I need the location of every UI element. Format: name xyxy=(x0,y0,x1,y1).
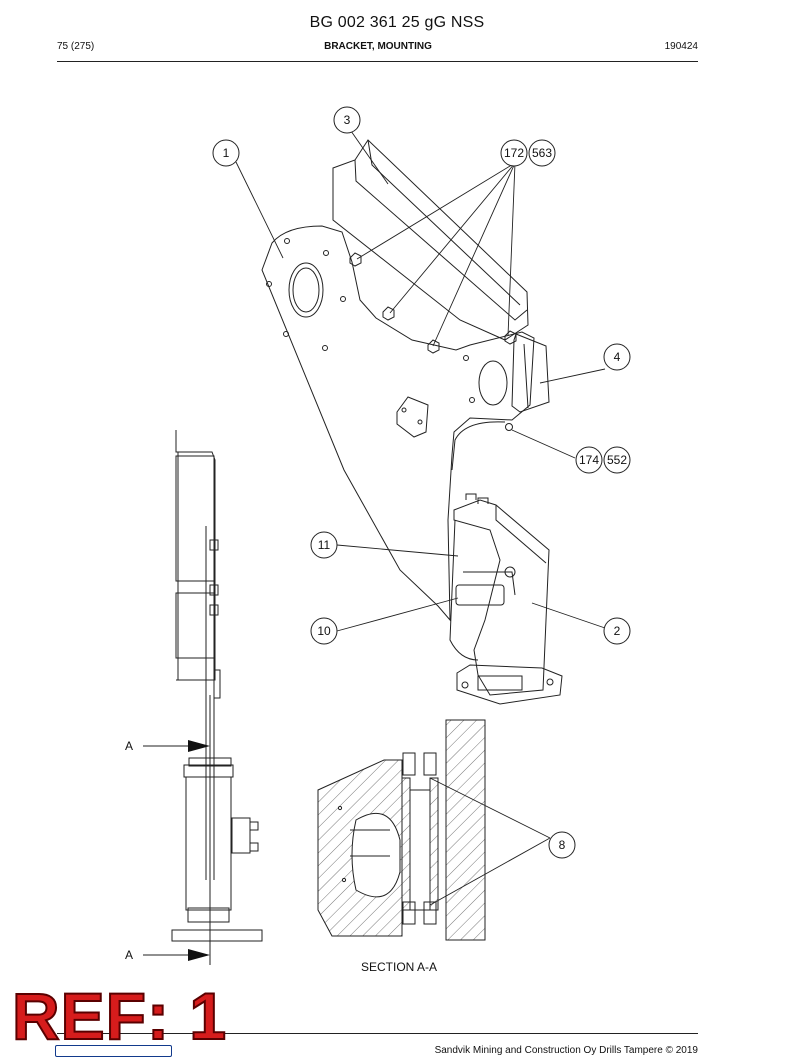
callout-552: 552 xyxy=(607,453,627,467)
callout-4: 4 xyxy=(614,350,621,364)
footer-copyright: Sandvik Mining and Construction Oy Drill… xyxy=(434,1045,698,1056)
page-number: 75 (275) xyxy=(57,41,95,52)
angled-plate xyxy=(332,139,529,341)
callout-4-balloon xyxy=(603,343,631,371)
callout-11: 11 xyxy=(318,538,331,552)
section-title: BRACKET, MOUNTING xyxy=(324,41,432,52)
section-label: SECTION A-A xyxy=(361,960,437,974)
document-title: BG 002 361 25 gG NSS xyxy=(309,14,485,31)
date-code: 190424 xyxy=(664,41,698,52)
callout-563-balloon xyxy=(528,139,556,167)
callout-174: 174 xyxy=(579,453,599,467)
callout-10: 10 xyxy=(317,624,331,638)
ref-stamp: REF: 1 xyxy=(11,979,228,1053)
section-arrow-bottom xyxy=(188,949,210,961)
section-marker-top: A xyxy=(125,739,133,753)
callout-10-balloon xyxy=(310,617,338,645)
callout-552-balloon xyxy=(603,446,631,474)
callout-1: 1 xyxy=(223,146,230,160)
callout-174-balloon xyxy=(575,446,603,474)
bracket-plate xyxy=(261,225,535,622)
callout-172-balloon xyxy=(500,139,528,167)
footer-divider xyxy=(57,1033,698,1034)
callout-563: 563 xyxy=(532,146,552,160)
side-elevation xyxy=(171,430,263,965)
callout-11-balloon xyxy=(310,531,338,559)
section-a-a-view xyxy=(317,719,486,941)
header-divider xyxy=(57,61,698,62)
callout-2-balloon xyxy=(603,617,631,645)
callout-8-balloon xyxy=(548,831,576,859)
section-arrow-top xyxy=(188,740,210,752)
square-tube xyxy=(511,333,550,413)
callout-2: 2 xyxy=(614,624,621,638)
callout-3: 3 xyxy=(344,113,351,127)
section-marker-bottom: A xyxy=(125,948,133,962)
callout-8: 8 xyxy=(559,838,566,852)
callout-3-balloon xyxy=(333,106,361,134)
callout-1-balloon xyxy=(212,139,240,167)
callout-172: 172 xyxy=(504,146,524,160)
